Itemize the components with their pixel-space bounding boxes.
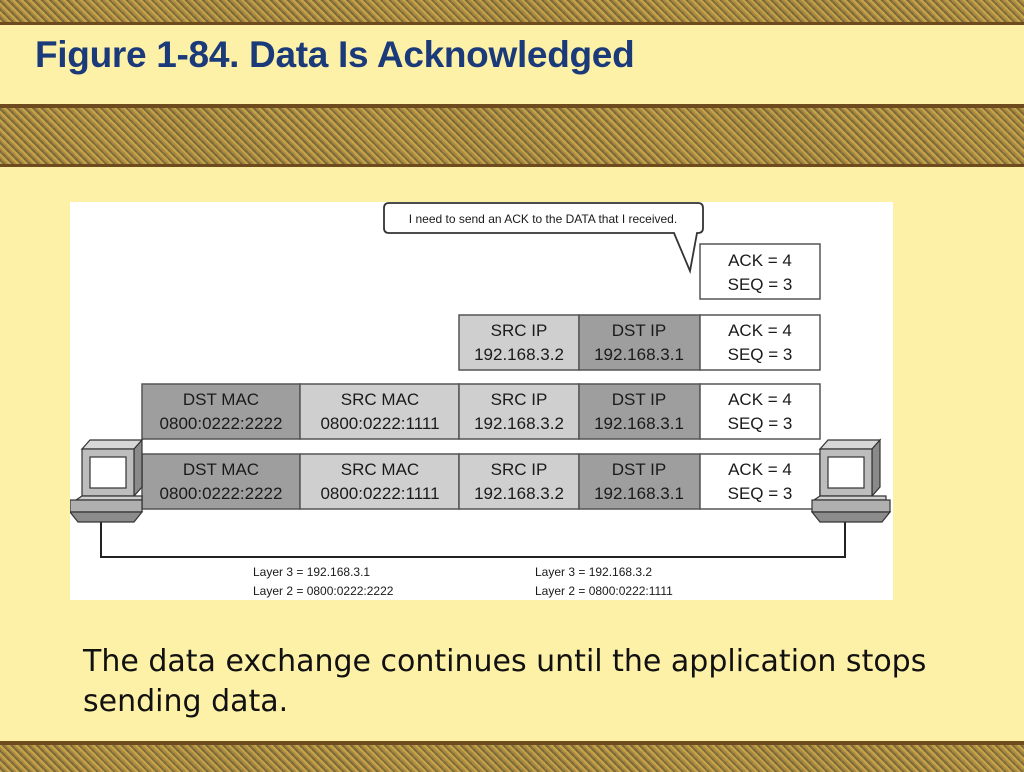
packet-src-ip-label: SRC IP xyxy=(491,321,548,340)
frame1-src-mac-value: 0800:0222:1111 xyxy=(320,414,439,433)
frame1-src-ip-label: SRC IP xyxy=(491,390,548,409)
segment-row: ACK = 4 SEQ = 3 xyxy=(699,243,821,300)
frame1-dst-mac-label: DST MAC xyxy=(183,390,259,409)
frame2-src-ip-label: SRC IP xyxy=(491,460,548,479)
diagram-svg: I need to send an ACK to the DATA that I… xyxy=(70,202,892,598)
frame2-dst-mac-value: 0800:0222:2222 xyxy=(160,484,283,503)
slide-caption: The data exchange continues until the ap… xyxy=(83,644,927,719)
packet-dst-ip-label: DST IP xyxy=(612,321,666,340)
callout-text: I need to send an ACK to the DATA that I… xyxy=(409,212,677,226)
frame2-ack: ACK = 4 xyxy=(728,460,792,479)
packet-src-ip-value: 192.168.3.2 xyxy=(474,345,564,364)
frame2-dst-ip-value: 192.168.3.1 xyxy=(594,484,684,503)
frame1-src-mac-label: SRC MAC xyxy=(341,390,419,409)
packet-seq: SEQ = 3 xyxy=(728,345,793,364)
frame-row-1: DST MAC 0800:0222:2222 SRC MAC 0800:0222… xyxy=(141,383,821,440)
middle-texture-band xyxy=(0,104,1024,167)
left-host-layer2: Layer 2 = 0800:0222:2222 xyxy=(253,584,394,598)
frame1-src-ip-value: 192.168.3.2 xyxy=(474,414,564,433)
frame2-src-ip-value: 192.168.3.2 xyxy=(474,484,564,503)
frame1-seq: SEQ = 3 xyxy=(728,414,793,433)
top-texture-band xyxy=(0,0,1024,25)
frame1-dst-mac-value: 0800:0222:2222 xyxy=(160,414,283,433)
network-cable xyxy=(100,520,846,558)
frame2-seq: SEQ = 3 xyxy=(728,484,793,503)
packet-dst-ip-value: 192.168.3.1 xyxy=(594,345,684,364)
frame-row-2: DST MAC 0800:0222:2222 SRC MAC 0800:0222… xyxy=(141,453,821,510)
callout-bubble: I need to send an ACK to the DATA that I… xyxy=(383,202,704,275)
packet-ack: ACK = 4 xyxy=(728,321,792,340)
frame2-dst-ip-label: DST IP xyxy=(612,460,666,479)
frame2-src-mac-label: SRC MAC xyxy=(341,460,419,479)
frame2-dst-mac-label: DST MAC xyxy=(183,460,259,479)
bottom-texture-band xyxy=(0,741,1024,772)
left-host-layer3: Layer 3 = 192.168.3.1 xyxy=(253,565,370,579)
slide-title: Figure 1-84. Data Is Acknowledged xyxy=(35,34,635,75)
frame1-dst-ip-value: 192.168.3.1 xyxy=(594,414,684,433)
right-computer-icon xyxy=(810,438,892,523)
frame2-src-mac-value: 0800:0222:1111 xyxy=(320,484,439,503)
right-host-layer2: Layer 2 = 0800:0222:1111 xyxy=(535,584,673,598)
frame1-dst-ip-label: DST IP xyxy=(612,390,666,409)
frame1-ack: ACK = 4 xyxy=(728,390,792,409)
packet-row: SRC IP 192.168.3.2 DST IP 192.168.3.1 AC… xyxy=(458,314,821,371)
network-diagram: I need to send an ACK to the DATA that I… xyxy=(70,202,893,600)
segment-seq: SEQ = 3 xyxy=(728,275,793,294)
segment-ack: ACK = 4 xyxy=(728,251,792,270)
left-computer-icon xyxy=(70,438,144,523)
right-host-layer3: Layer 3 = 192.168.3.2 xyxy=(535,565,652,579)
